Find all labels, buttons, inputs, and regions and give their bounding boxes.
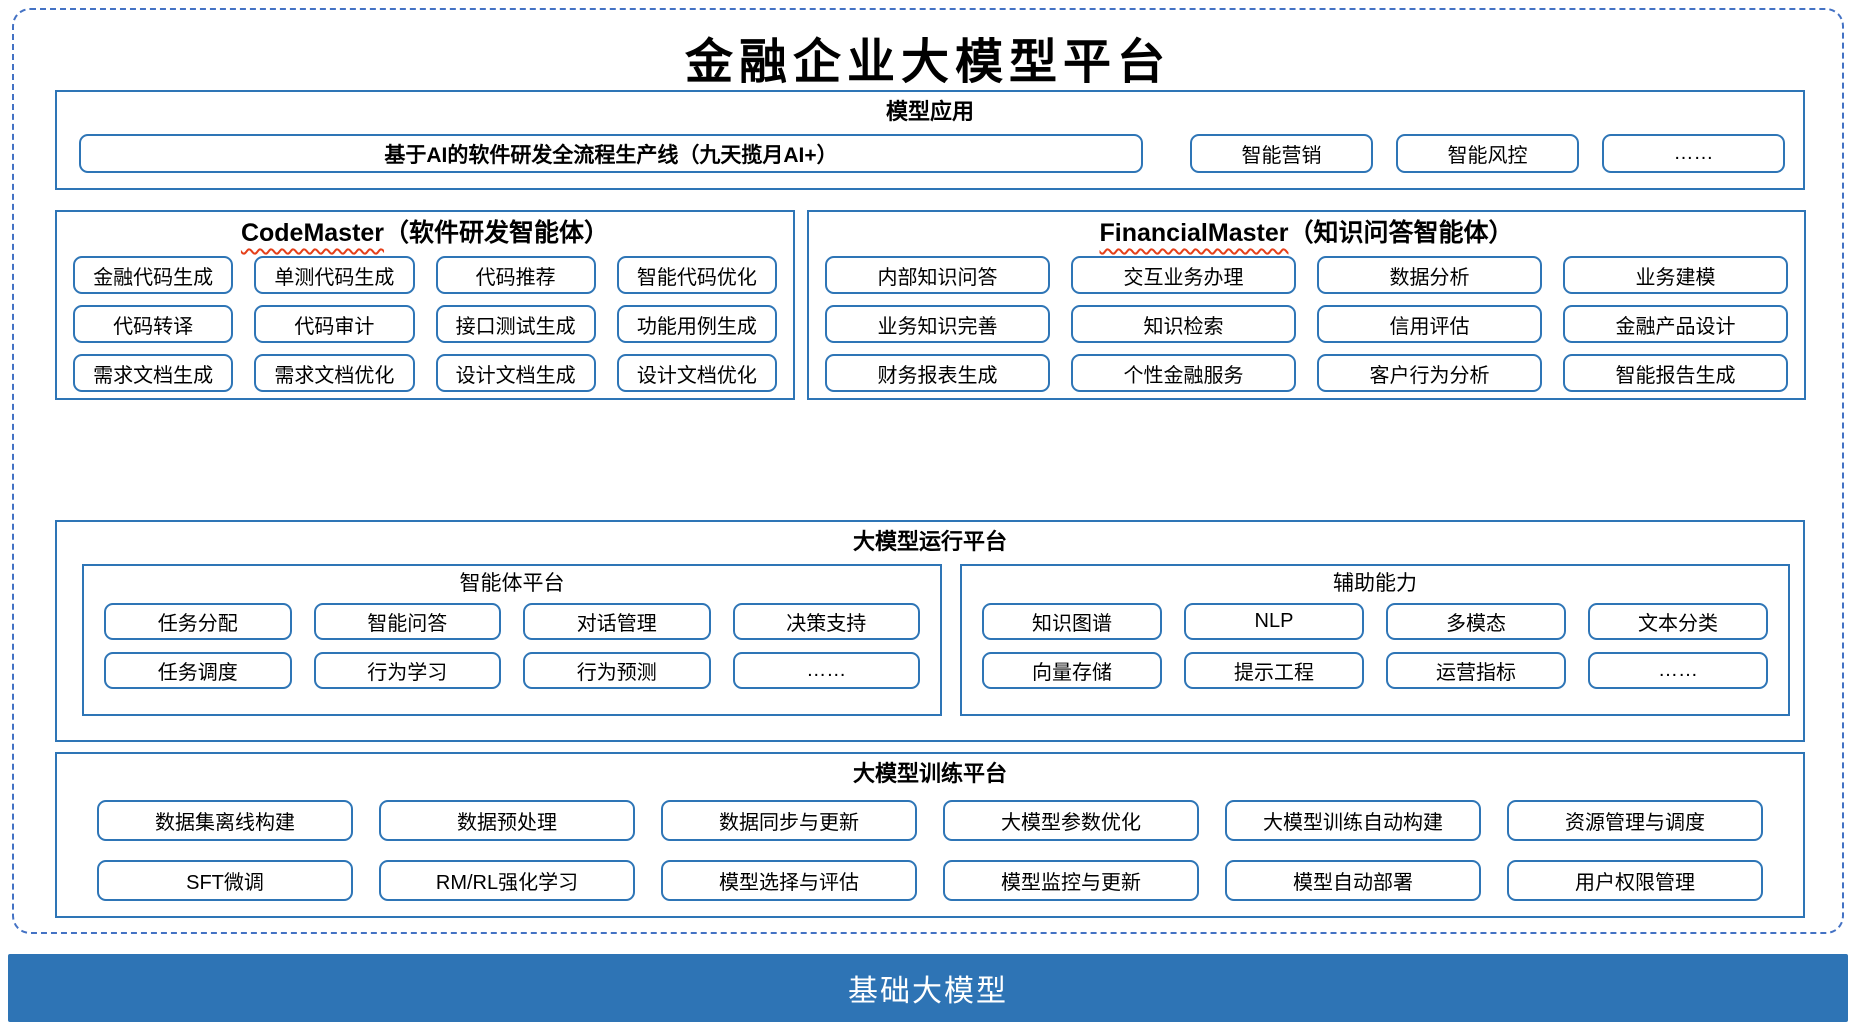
- codemaster-item: 单测代码生成: [254, 256, 415, 294]
- training-item: SFT微调: [97, 860, 353, 901]
- training-platform-section: 大模型训练平台 数据集离线构建 数据预处理 数据同步与更新 大模型参数优化 大模…: [55, 752, 1805, 918]
- codemaster-item: 需求文档优化: [254, 354, 415, 392]
- training-item: 模型监控与更新: [943, 860, 1199, 901]
- app-item: 智能风控: [1396, 134, 1579, 173]
- aux-capability-item: 运营指标: [1386, 652, 1566, 689]
- codemaster-item: 代码转译: [73, 305, 234, 343]
- training-item: 模型选择与评估: [661, 860, 917, 901]
- agent-platform-item: 任务分配: [104, 603, 292, 640]
- training-item: 大模型参数优化: [943, 800, 1199, 841]
- runtime-platform-section: 大模型运行平台 智能体平台 任务分配 智能问答 对话管理 决策支持 任务调度 行…: [55, 520, 1805, 742]
- aux-capability-item: 向量存储: [982, 652, 1162, 689]
- financialmaster-name: FinancialMaster: [1099, 219, 1289, 247]
- training-item: 数据同步与更新: [661, 800, 917, 841]
- codemaster-item: 功能用例生成: [616, 305, 777, 343]
- agent-platform-item: 任务调度: [104, 652, 292, 689]
- training-platform-grid: 数据集离线构建 数据预处理 数据同步与更新 大模型参数优化 大模型训练自动构建 …: [57, 790, 1803, 913]
- foundation-model-label: 基础大模型: [848, 975, 1008, 1008]
- financialmaster-item: 个性金融服务: [1071, 354, 1296, 392]
- aux-capability-grid: 知识图谱 NLP 多模态 文本分类 向量存储 提示工程 运营指标 ……: [962, 599, 1788, 699]
- outer-dashed-border: [12, 8, 1844, 934]
- aux-capability-subbox: 辅助能力 知识图谱 NLP 多模态 文本分类 向量存储 提示工程 运营指标 ……: [960, 564, 1790, 716]
- training-item: 大模型训练自动构建: [1225, 800, 1481, 841]
- page-title: 金融企业大模型平台: [684, 36, 1171, 89]
- agent-platform-item: 对话管理: [523, 603, 711, 640]
- financialmaster-item: 金融产品设计: [1563, 305, 1788, 343]
- runtime-platform-header: 大模型运行平台: [852, 529, 1007, 554]
- financialmaster-item: 内部知识问答: [825, 256, 1050, 294]
- financialmaster-item: 信用评估: [1317, 305, 1542, 343]
- aux-capability-item: 多模态: [1386, 603, 1566, 640]
- app-item-ellipsis: ……: [1602, 134, 1785, 173]
- financialmaster-item: 业务知识完善: [825, 305, 1050, 343]
- financialmaster-box: FinancialMaster（知识问答智能体） 内部知识问答 交互业务办理 数…: [807, 210, 1806, 400]
- agent-platform-item: 行为预测: [523, 652, 711, 689]
- codemaster-box: CodeMaster（软件研发智能体） 金融代码生成 单测代码生成 代码推荐 智…: [55, 210, 795, 400]
- aux-capability-item: 知识图谱: [982, 603, 1162, 640]
- codemaster-item: 代码推荐: [435, 256, 596, 294]
- model-application-section: 模型应用 基于AI的软件研发全流程生产线（九天揽月AI+） 智能营销 智能风控 …: [55, 90, 1805, 190]
- agent-platform-item: 智能问答: [313, 603, 501, 640]
- codemaster-item: 金融代码生成: [73, 256, 234, 294]
- app-item: 智能营销: [1190, 134, 1373, 173]
- training-item: 数据集离线构建: [97, 800, 353, 841]
- financialmaster-item: 客户行为分析: [1317, 354, 1542, 392]
- codemaster-item: 接口测试生成: [435, 305, 596, 343]
- model-application-header: 模型应用: [885, 99, 974, 124]
- aux-capability-item: NLP: [1184, 603, 1364, 640]
- aux-capability-item: 提示工程: [1184, 652, 1364, 689]
- codemaster-item: 设计文档优化: [616, 354, 777, 392]
- aux-capability-item-ellipsis: ……: [1588, 652, 1768, 689]
- training-item: 模型自动部署: [1225, 860, 1481, 901]
- codemaster-item: 需求文档生成: [73, 354, 234, 392]
- financialmaster-subtitle: （知识问答智能体）: [1288, 219, 1514, 247]
- aux-capability-item: 文本分类: [1588, 603, 1768, 640]
- agent-platform-item: 决策支持: [732, 603, 920, 640]
- codemaster-item: 智能代码优化: [616, 256, 777, 294]
- financialmaster-item: 数据分析: [1317, 256, 1542, 294]
- model-application-row: 基于AI的软件研发全流程生产线（九天揽月AI+） 智能营销 智能风控 ……: [57, 128, 1803, 173]
- training-item: RM/RL强化学习: [379, 860, 635, 901]
- financialmaster-item: 智能报告生成: [1563, 354, 1788, 392]
- agent-platform-item: 行为学习: [313, 652, 501, 689]
- agents-row: CodeMaster（软件研发智能体） 金融代码生成 单测代码生成 代码推荐 智…: [55, 210, 1806, 400]
- financialmaster-header: FinancialMaster（知识问答智能体）: [809, 216, 1804, 250]
- financialmaster-grid: 内部知识问答 交互业务办理 数据分析 业务建模 业务知识完善 知识检索 信用评估…: [809, 250, 1804, 402]
- foundation-model-bar: 基础大模型: [8, 954, 1848, 1022]
- codemaster-subtitle: （软件研发智能体）: [384, 219, 610, 247]
- agent-platform-header: 智能体平台: [459, 572, 565, 595]
- agent-platform-subbox: 智能体平台 任务分配 智能问答 对话管理 决策支持 任务调度 行为学习 行为预测…: [82, 564, 942, 716]
- agent-platform-grid: 任务分配 智能问答 对话管理 决策支持 任务调度 行为学习 行为预测 ……: [84, 599, 940, 699]
- aux-capability-header: 辅助能力: [1333, 572, 1417, 595]
- app-main-item: 基于AI的软件研发全流程生产线（九天揽月AI+）: [79, 134, 1143, 173]
- financialmaster-item: 业务建模: [1563, 256, 1788, 294]
- financialmaster-item: 交互业务办理: [1071, 256, 1296, 294]
- codemaster-item: 代码审计: [254, 305, 415, 343]
- training-item: 数据预处理: [379, 800, 635, 841]
- agent-platform-item-ellipsis: ……: [732, 652, 920, 689]
- training-item: 用户权限管理: [1507, 860, 1763, 901]
- training-item: 资源管理与调度: [1507, 800, 1763, 841]
- codemaster-grid: 金融代码生成 单测代码生成 代码推荐 智能代码优化 代码转译 代码审计 接口测试…: [57, 250, 793, 402]
- financialmaster-item: 知识检索: [1071, 305, 1296, 343]
- codemaster-item: 设计文档生成: [435, 354, 596, 392]
- training-platform-header: 大模型训练平台: [852, 761, 1007, 786]
- codemaster-header: CodeMaster（软件研发智能体）: [57, 216, 793, 250]
- codemaster-name: CodeMaster: [240, 219, 385, 247]
- financialmaster-item: 财务报表生成: [825, 354, 1050, 392]
